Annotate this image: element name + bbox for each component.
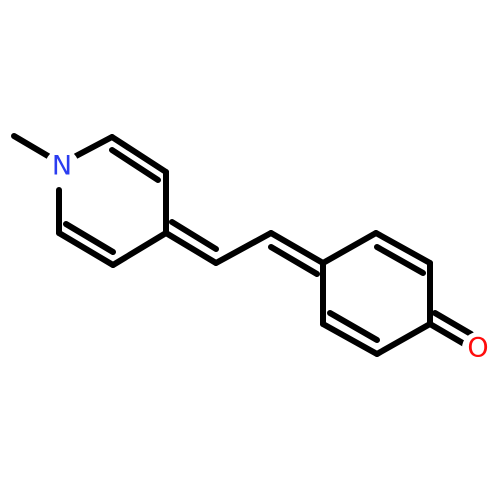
- oxygen-label-bg: [462, 332, 494, 364]
- bond-c5p-c6p: [320, 321, 380, 357]
- pyridylidene-ring: [56, 134, 169, 268]
- carbonyl-group: [427, 310, 474, 348]
- bond-c2p-c3p-double: [374, 244, 426, 276]
- vinylidene-bridge: [163, 219, 326, 277]
- methyl-bond: [11, 133, 51, 159]
- nitrogen-label-bg: [45, 149, 79, 183]
- bond-ca-cb: [213, 230, 274, 266]
- bond-c4-ca-double: [169, 219, 219, 252]
- bond-c5-c6: [56, 230, 116, 268]
- bond-c2-c3: [109, 134, 169, 175]
- bond-c-o-double: [432, 310, 474, 337]
- cyclohexadienone-ring: [320, 230, 433, 357]
- bond-c4-c5: [110, 230, 169, 268]
- bond-c4-ca: [163, 230, 219, 266]
- bond-c4p-c5p: [374, 321, 433, 357]
- bond-c5-c6-double: [63, 221, 116, 255]
- oxygen-atom-label: O: [467, 333, 488, 364]
- bond-c2-c3-double: [109, 147, 161, 183]
- bond-cb-c1prime-double: [268, 244, 320, 277]
- bond-c2p-c3p: [373, 230, 433, 266]
- nitrogen-atom-label: N: [52, 151, 72, 182]
- bond-c-o: [427, 321, 469, 348]
- bond-cb-c1prime: [268, 230, 326, 266]
- bond-n-c2: [73, 134, 115, 159]
- bond-c1p-c2p: [320, 230, 379, 266]
- bond-c5p-c6p-double: [327, 310, 380, 343]
